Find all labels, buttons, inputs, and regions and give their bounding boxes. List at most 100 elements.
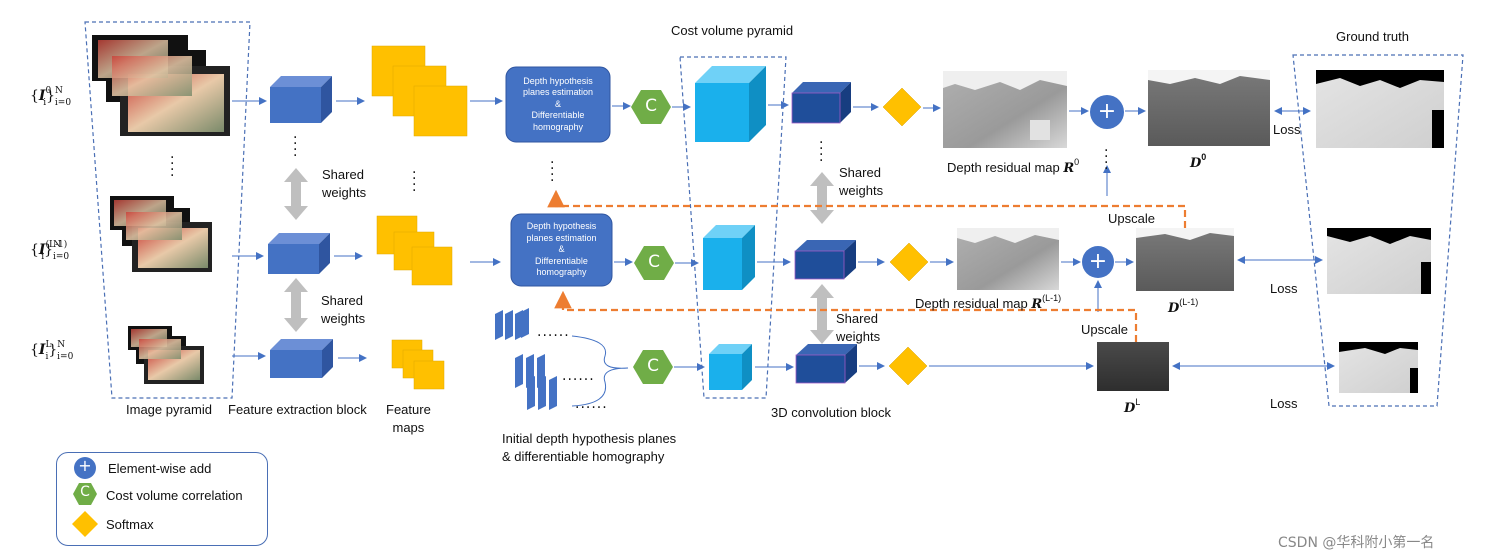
photo-stack-row0 <box>92 35 230 136</box>
feature-block-row0 <box>270 76 332 123</box>
shared-weights-arrow-2 <box>284 278 308 332</box>
depth-box-line4: Differentiable <box>531 110 585 121</box>
cost-volume-pyramid-title: Cost volume pyramid <box>671 23 794 38</box>
correlation-letter-row1: C <box>648 252 660 272</box>
dots-feature-block: ···· <box>293 130 299 164</box>
conv3d-block-row2 <box>795 344 857 384</box>
legend-box <box>56 452 268 546</box>
legend-add-label: Element-wise add <box>108 461 212 476</box>
initial-planes-bottom <box>527 376 557 410</box>
ground-truth-image-row2 <box>1339 342 1418 393</box>
depth-hypothesis-box-row1 <box>510 213 613 287</box>
input-label-row1: {I(L-1)i}Ni=0 <box>30 240 70 262</box>
add-circle-row0 <box>1090 95 1124 129</box>
depth-box-line5: homography <box>536 267 587 278</box>
conv3d-block-row1 <box>794 240 856 280</box>
dots-add: ···· <box>1104 143 1110 177</box>
add-symbol-row1: + <box>1088 249 1108 274</box>
loss-label-row2: Loss <box>1270 396 1298 411</box>
feature-extraction-label: Feature extraction block <box>228 402 367 417</box>
add-circle-row1 <box>1082 246 1114 278</box>
legend-add-icon <box>74 457 96 479</box>
depth-label-DL: DL <box>1124 397 1141 416</box>
shared-weights-arrow-3 <box>810 172 834 224</box>
legend-correlation-symbol: C <box>80 484 90 500</box>
depth-box-line3: & <box>558 244 565 255</box>
dots-planes-2: ...... <box>562 368 595 384</box>
dots-planes-1: ...... <box>537 324 570 340</box>
correlation-hex-row1 <box>634 246 674 280</box>
cost-volume-cube-row2 <box>709 344 752 390</box>
ground-truth-image-row0 <box>1316 70 1444 148</box>
residual-label-R1: Depth residual map R(L-1) <box>915 293 1062 312</box>
orange-feedback-row2 <box>554 290 1138 342</box>
depth-map-D1 <box>1136 228 1234 291</box>
initial-planes-label: Initial depth hypothesis planes& differe… <box>502 431 677 464</box>
legend-softmax-label: Softmax <box>106 517 154 532</box>
depth-box-line2: planes estimation <box>526 232 597 243</box>
input-label-row2: {ILi}Ni=0 <box>30 340 74 362</box>
shared-weights-arrow-4 <box>810 284 834 344</box>
cost-volume-cube-row1 <box>703 225 755 290</box>
legend-correlation-icon <box>73 483 97 505</box>
depth-label-D0: D0 <box>1190 152 1207 171</box>
depth-box-line2: planes estimation <box>522 87 594 98</box>
shared-weights-arrow-1 <box>284 168 308 220</box>
dots-conv3d: ···· <box>819 135 825 169</box>
feature-maps-row0 <box>371 45 468 137</box>
legend-correlation-label: Cost volume correlation <box>106 488 243 503</box>
depth-map-D0 <box>1148 70 1270 146</box>
loss-label-row1: Loss <box>1270 281 1298 296</box>
residual-map-R0 <box>943 71 1067 148</box>
add-symbol-row0: + <box>1097 99 1117 124</box>
input-label-row0: {I0i}Ni=0 <box>30 86 72 108</box>
depth-box-line5: homography <box>532 121 584 132</box>
residual-map-R1 <box>957 228 1059 290</box>
ground-truth-title: Ground truth <box>1336 29 1409 44</box>
watermark: CSDN @华科附小第一名 <box>1278 535 1435 551</box>
softmax-row0 <box>882 87 922 127</box>
photo-stack-row2 <box>128 326 204 384</box>
feature-block-row1 <box>268 233 330 274</box>
depth-hypothesis-box-row0 <box>505 66 611 143</box>
depth-box-text-row0: Depth hypothesis planes estimation & Dif… <box>506 67 610 142</box>
conv3d-block-row0 <box>791 82 851 124</box>
dots-image-pyramid: ···· <box>170 150 176 184</box>
upscale-label-1: Upscale <box>1108 211 1155 226</box>
correlation-letter-row2: C <box>647 356 659 376</box>
upscale-label-2: Upscale <box>1081 322 1128 337</box>
initial-planes-brace <box>571 335 629 407</box>
dots-feature-maps: ···· <box>412 165 418 199</box>
cost-volume-frame <box>679 56 787 399</box>
softmax-row2 <box>888 346 928 386</box>
feature-maps-row2 <box>391 339 445 390</box>
feature-block-row2 <box>270 339 333 378</box>
depth-label-D1: D(L-1) <box>1168 297 1199 316</box>
residual-label-R0: Depth residual map R0 <box>947 157 1080 176</box>
depth-box-line4: Differentiable <box>535 255 588 266</box>
legend-add-symbol: + <box>78 456 92 475</box>
softmax-row1 <box>889 242 929 282</box>
depth-box-text-row1: Depth hypothesis planes estimation & Dif… <box>511 214 612 286</box>
feature-maps-row1 <box>376 215 453 286</box>
correlation-letter-row0: C <box>645 96 657 116</box>
legend-softmax-icon <box>72 511 98 537</box>
depth-box-line1: Depth hypothesis <box>526 221 597 232</box>
orange-feedback-row1 <box>547 189 1187 228</box>
loss-label-row0: Loss <box>1273 122 1301 137</box>
image-pyramid-frame <box>84 21 251 399</box>
ground-truth-frame <box>1292 54 1464 407</box>
image-pyramid-label: Image pyramid <box>126 402 212 417</box>
ground-truth-image-row1 <box>1327 228 1431 294</box>
depth-map-DL <box>1097 342 1169 391</box>
correlation-hex-row0 <box>631 90 671 124</box>
photo-stack-row1 <box>110 196 212 272</box>
depth-box-line3: & <box>554 98 561 109</box>
cost-volume-cube-row0 <box>695 66 766 142</box>
